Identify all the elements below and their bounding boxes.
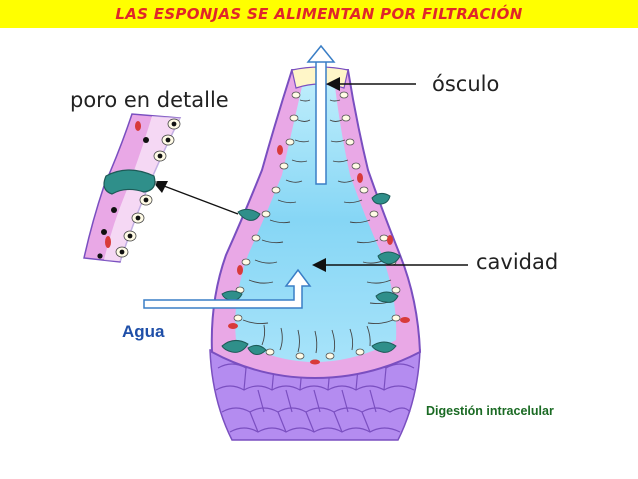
pore-detail-inset	[83, 113, 184, 263]
page-title: LAS ESPONJAS SE ALIMENTAN POR FILTRACIÓN	[115, 5, 523, 23]
sponge-cavity	[235, 78, 397, 362]
cavidad-pointer-head	[312, 258, 326, 272]
poro-pointer-line	[163, 185, 239, 215]
label-poro: poro en detalle	[70, 88, 229, 112]
pore-detail-cell	[103, 169, 156, 195]
label-digestion: Digestión intracelular	[426, 404, 554, 418]
inflow-arrow	[143, 268, 312, 309]
osculo-pointer-head	[326, 77, 340, 91]
label-agua: Agua	[122, 322, 165, 341]
red-amoebocytes	[228, 145, 410, 365]
outflow-arrow	[306, 44, 336, 185]
pore-cells	[221, 192, 401, 355]
title-bar: LAS ESPONJAS SE ALIMENTAN POR FILTRACIÓN	[0, 0, 638, 28]
wall-cells	[233, 91, 401, 360]
label-osculo: ósculo	[432, 72, 500, 96]
label-cavidad: cavidad	[476, 250, 559, 274]
